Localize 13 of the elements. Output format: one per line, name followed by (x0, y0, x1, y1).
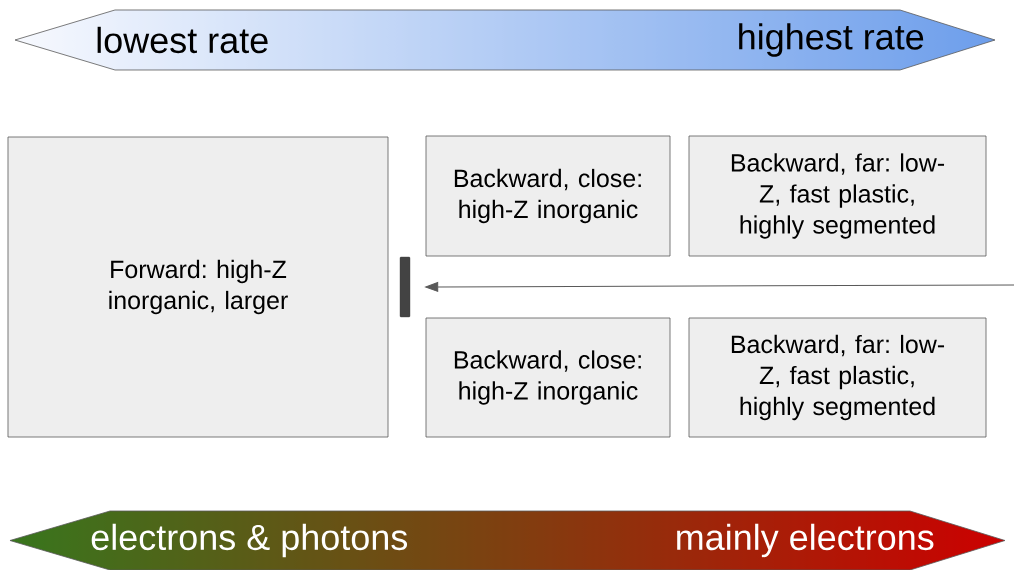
arrow (425, 282, 1014, 292)
band-label: electrons & photons (91, 523, 408, 558)
band-arrow (14, 9, 996, 71)
band-label: highest rate (739, 23, 924, 57)
detector-box: Backward, close: high-Z inorganic (425, 135, 671, 257)
band-label: lowest rate (97, 26, 268, 54)
detector-box: Backward, far: low-Z, fast plastic, highly segmented (688, 135, 987, 257)
band-label: mainly electrons (677, 523, 934, 558)
target-bar (399, 256, 411, 318)
detector-box: Forward: high-Z inorganic, larger (7, 136, 389, 438)
detector-box: Backward, far: low-Z, fast plastic, highly segmented (688, 317, 987, 438)
detector-box: Backward, close: high-Z inorganic (425, 317, 671, 438)
band-arrow (9, 510, 1006, 570)
